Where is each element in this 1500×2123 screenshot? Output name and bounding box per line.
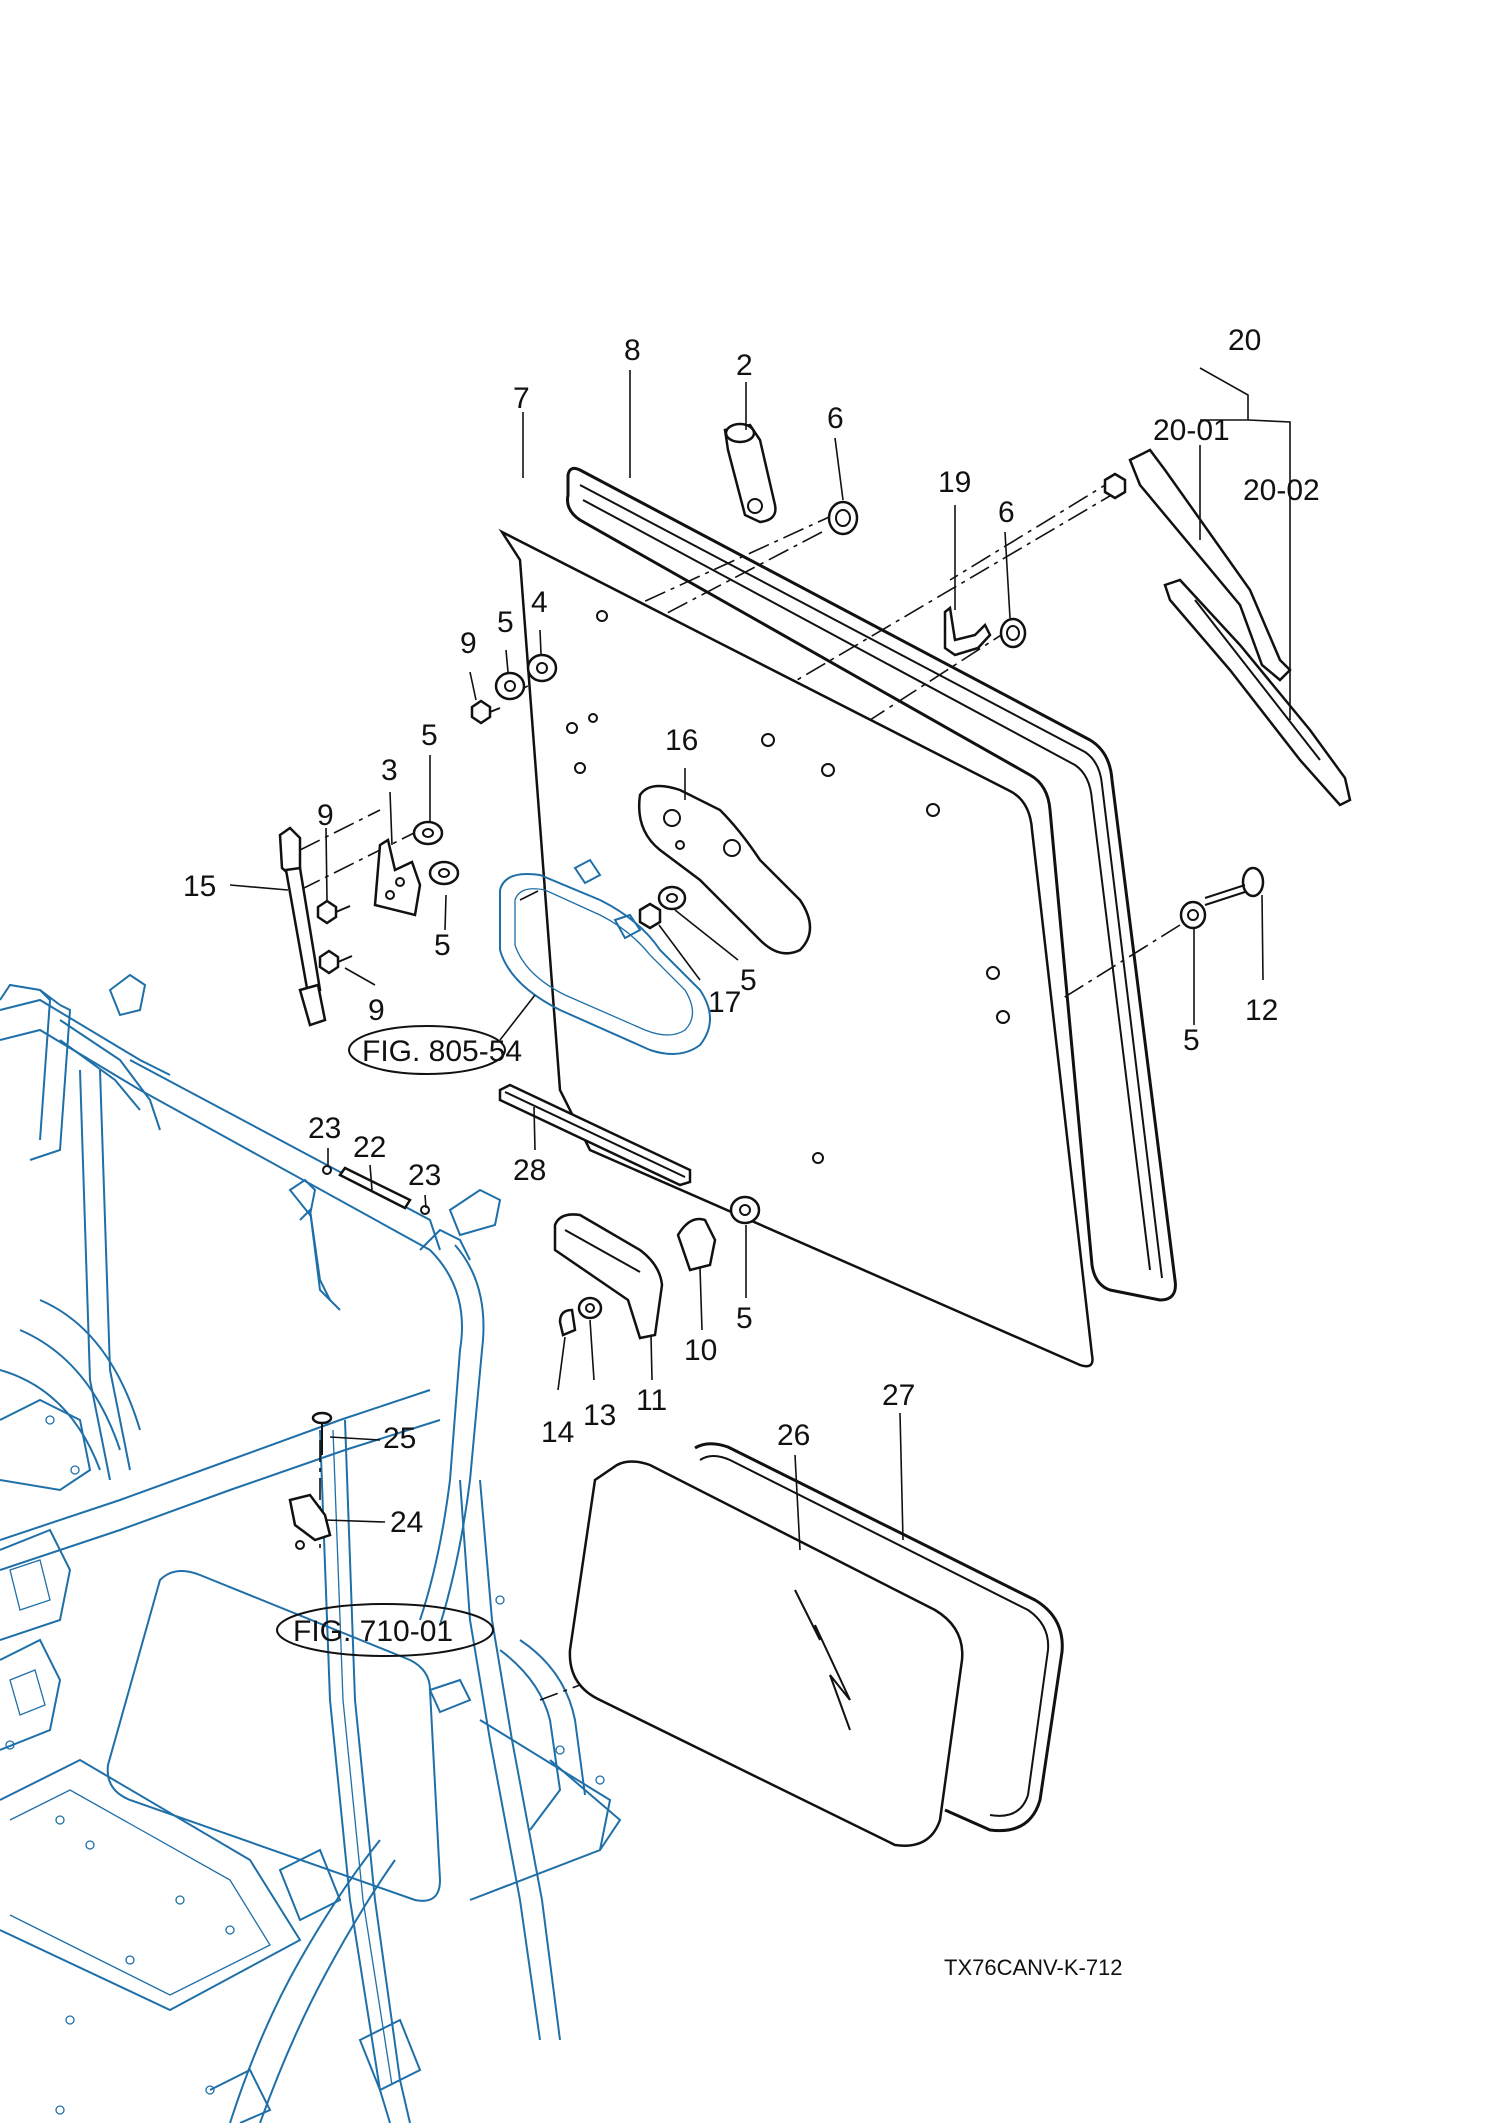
rear-glass-seal [566,466,1177,1302]
figure-reference-805-54: FIG. 805-54 [348,1025,522,1075]
washer-5-right [1179,900,1207,930]
callout-5-lower: 5 [736,1302,753,1335]
washer-nozzle [943,605,992,657]
callout-24: 24 [390,1506,423,1539]
callout-26: 26 [777,1419,810,1452]
callout-23-left: 23 [308,1112,341,1145]
wiper-motor-reference [499,858,711,1055]
pin-22 [322,1165,430,1215]
callout-5-mid: 5 [421,719,438,752]
drawing-id: TX76CANV-K-712 [944,1955,1123,1980]
callout-6-upper: 6 [827,402,844,435]
gas-strut [278,826,327,1027]
callout-19: 19 [938,466,971,499]
callout-20-02: 20-02 [1243,474,1320,507]
callout-15: 15 [183,870,216,903]
callout-9-mid: 9 [317,799,334,832]
bolt-12 [1204,866,1265,906]
callout-11: 11 [636,1384,667,1417]
callout-16: 16 [665,724,698,757]
screw-25 [311,1411,333,1455]
callout-5-left: 5 [434,929,451,962]
washer-5-left-a [412,820,444,846]
callout-9-upper: 9 [460,627,477,660]
callout-8: 8 [624,334,641,367]
figure-reference-805-54-label: FIG. 805-54 [362,1035,522,1068]
leader-lines [229,367,1291,1551]
latch-handle [553,1213,664,1340]
callout-10: 10 [684,1334,717,1367]
callout-17: 17 [708,986,741,1019]
callout-27: 27 [882,1379,915,1412]
washer-13 [577,1296,603,1320]
callout-5-motor: 5 [740,964,757,997]
bolt-9-upper [470,699,501,725]
cap-nut-14 [558,1308,577,1337]
callout-numbers: 8 2 20 20-01 20-02 7 6 19 6 9 5 4 5 3 16… [183,324,1320,1539]
motor-gasket [638,784,812,955]
callout-25: 25 [383,1422,416,1455]
callout-3: 3 [381,754,398,787]
seal-strip [498,1083,692,1187]
bolt-9-mid [316,899,351,925]
callout-23-right: 23 [408,1159,441,1192]
grommet-upper [827,500,859,536]
callout-6-right: 6 [998,496,1015,529]
hinge-bracket [723,422,777,524]
callout-2: 2 [736,349,753,382]
wiper-blade [1163,578,1352,807]
callout-28: 28 [513,1154,546,1187]
callout-20-01: 20-01 [1153,414,1230,447]
washer-5-lower [729,1195,761,1225]
callout-4: 4 [531,586,548,619]
washer-5-upper [494,671,526,701]
washer-5-left-b [428,860,460,886]
wiper-arm [1103,448,1292,682]
callout-12: 12 [1245,994,1278,1027]
cab-frame-reference [0,973,622,2123]
washer-5-motor [657,885,687,911]
latch-24 [288,1493,332,1550]
side-glass-seal [694,1442,1064,1833]
grommet-washer-nozzle [999,617,1027,649]
gas-strut-bracket [373,838,422,917]
callout-14: 14 [541,1416,574,1449]
bolt-9-lower [318,949,353,975]
callout-20: 20 [1228,324,1261,357]
nut-17 [638,902,662,930]
callout-7: 7 [513,382,530,415]
latch-knob [676,1217,717,1272]
callout-5-right: 5 [1183,1024,1200,1057]
callout-5-upper: 5 [497,606,514,639]
callout-22: 22 [353,1131,386,1164]
callout-13: 13 [583,1399,616,1432]
side-glass [568,1460,964,1847]
figure-reference-710-01-label: FIG. 710-01 [293,1615,453,1648]
callout-9-lower: 9 [368,994,385,1027]
figure-reference-710-01: FIG. 710-01 [276,1603,494,1657]
washer-4 [526,653,558,683]
